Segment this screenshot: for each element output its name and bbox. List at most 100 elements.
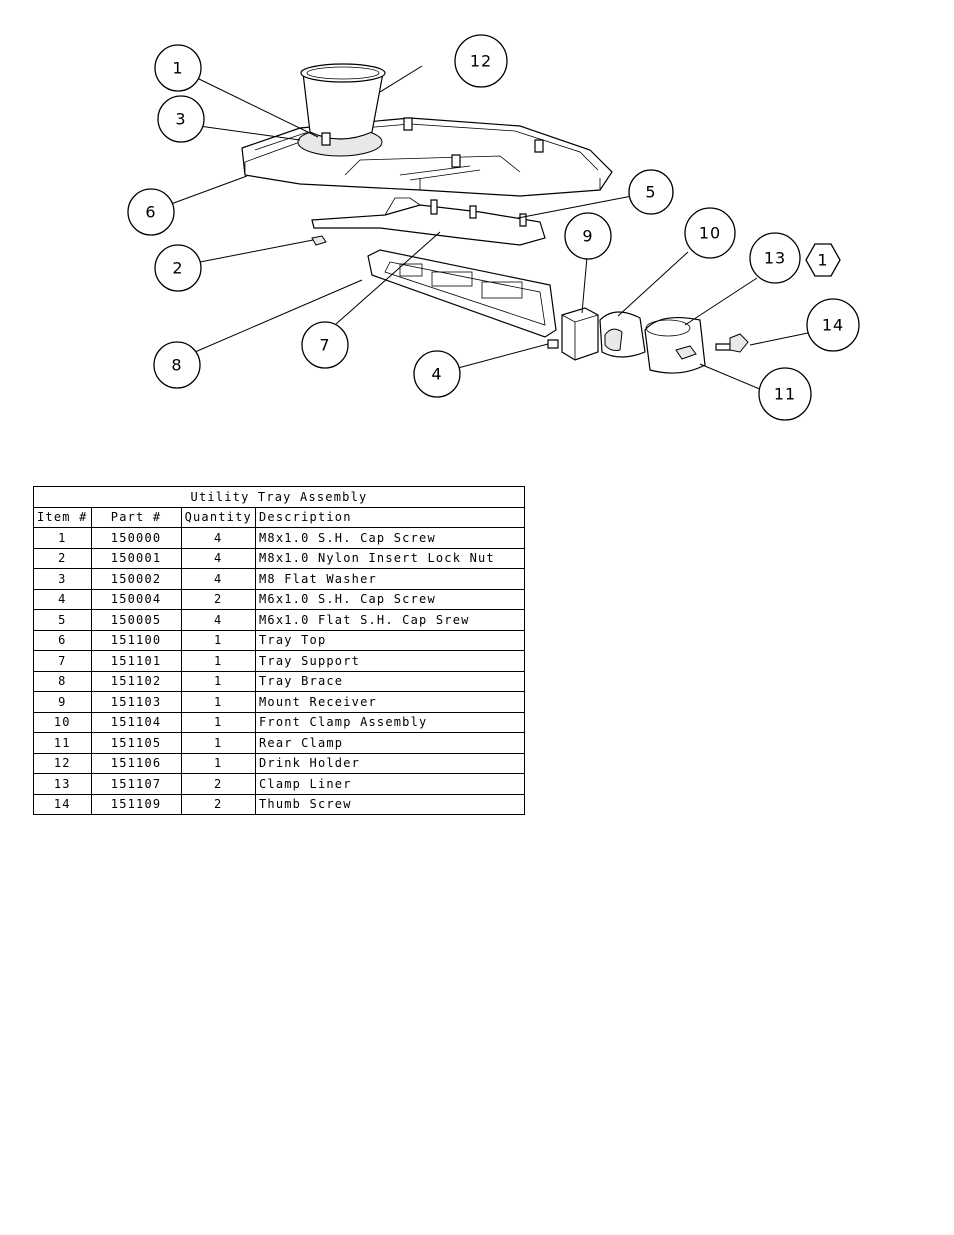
tray-screws bbox=[321, 117, 544, 168]
quantity-cell: 1 bbox=[180, 711, 256, 733]
balloon-item-10: 10 bbox=[684, 207, 736, 259]
part-number-cell: 150001 bbox=[90, 547, 182, 569]
tray-top-part bbox=[241, 117, 613, 197]
quantity-cell: 4 bbox=[180, 527, 256, 549]
description-cell: M8 Flat Washer bbox=[254, 568, 525, 590]
item-number-cell: 1 bbox=[33, 527, 92, 549]
description-cell: M8x1.0 S.H. Cap Screw bbox=[254, 527, 525, 549]
quantity-cell: 1 bbox=[180, 650, 256, 672]
svg-text:9: 9 bbox=[582, 227, 593, 246]
description-cell: Clamp Liner bbox=[254, 773, 525, 795]
part-number-cell: 151104 bbox=[90, 711, 182, 733]
svg-text:11: 11 bbox=[774, 385, 796, 404]
lock-nut-part bbox=[311, 235, 327, 246]
svg-text:14: 14 bbox=[822, 316, 844, 335]
quantity-cell: 1 bbox=[180, 691, 256, 713]
balloon-item-5: 5 bbox=[628, 169, 674, 215]
balloon-item-1: 1 bbox=[154, 44, 202, 92]
item-number-cell: 10 bbox=[33, 711, 92, 733]
balloon-item-14: 14 bbox=[806, 298, 860, 352]
description-cell: M8x1.0 Nylon Insert Lock Nut bbox=[254, 547, 525, 569]
balloon-item-8: 8 bbox=[153, 341, 201, 389]
balloon-item-2: 2 bbox=[154, 244, 202, 292]
quantity-cell: 2 bbox=[180, 588, 256, 610]
balloon-item-6: 6 bbox=[127, 188, 175, 236]
part-number-cell: 151106 bbox=[90, 752, 182, 774]
table-title-row: Utility Tray Assembly bbox=[33, 486, 525, 508]
part-number-cell: 150000 bbox=[90, 527, 182, 549]
item-number-cell: 14 bbox=[33, 793, 92, 815]
part-number-cell: 150005 bbox=[90, 609, 182, 631]
svg-text:1: 1 bbox=[817, 251, 828, 270]
balloon-item-13: 13 bbox=[749, 232, 801, 284]
description-cell: Front Clamp Assembly bbox=[254, 711, 525, 733]
thumb-screw-part bbox=[715, 333, 749, 353]
quantity-cell: 4 bbox=[180, 609, 256, 631]
tray-brace-part bbox=[367, 249, 557, 338]
description-cell: M6x1.0 Flat S.H. Cap Srew bbox=[254, 609, 525, 631]
item-number-cell: 3 bbox=[33, 568, 92, 590]
item-number-cell: 6 bbox=[33, 629, 92, 651]
item-number-cell: 8 bbox=[33, 670, 92, 692]
bill-of-materials-table: Utility Tray Assembly Item # Part # Quan… bbox=[33, 486, 525, 815]
description-cell: Rear Clamp bbox=[254, 732, 525, 754]
rear-clamp-part bbox=[644, 317, 706, 374]
svg-text:7: 7 bbox=[319, 336, 330, 355]
balloon-item-11: 11 bbox=[758, 367, 812, 421]
part-number-cell: 151102 bbox=[90, 670, 182, 692]
hexagon-note-1: 1 bbox=[805, 243, 841, 277]
quantity-cell: 1 bbox=[180, 629, 256, 651]
balloon-item-4: 4 bbox=[413, 350, 461, 398]
header-item-number: Item # bbox=[33, 506, 92, 528]
svg-text:6: 6 bbox=[145, 203, 156, 222]
description-cell: Mount Receiver bbox=[254, 691, 525, 713]
quantity-cell: 1 bbox=[180, 732, 256, 754]
svg-text:4: 4 bbox=[431, 365, 442, 384]
part-number-cell: 151105 bbox=[90, 732, 182, 754]
svg-text:12: 12 bbox=[470, 52, 492, 71]
quantity-cell: 4 bbox=[180, 547, 256, 569]
quantity-cell: 2 bbox=[180, 793, 256, 815]
part-number-cell: 151100 bbox=[90, 629, 182, 651]
quantity-cell: 1 bbox=[180, 752, 256, 774]
description-cell: Tray Support bbox=[254, 650, 525, 672]
item-number-cell: 4 bbox=[33, 588, 92, 610]
item-number-cell: 9 bbox=[33, 691, 92, 713]
table-header-row: Item # Part # Quantity Description bbox=[33, 506, 525, 528]
svg-text:5: 5 bbox=[645, 183, 656, 202]
svg-text:10: 10 bbox=[699, 224, 721, 243]
svg-text:8: 8 bbox=[171, 356, 182, 375]
balloon-item-12: 12 bbox=[454, 34, 508, 88]
svg-text:13: 13 bbox=[764, 249, 786, 268]
quantity-cell: 2 bbox=[180, 773, 256, 795]
balloon-item-3: 3 bbox=[157, 95, 205, 143]
quantity-cell: 4 bbox=[180, 568, 256, 590]
part-number-cell: 150004 bbox=[90, 588, 182, 610]
header-part-number: Part # bbox=[90, 506, 182, 528]
part-number-cell: 151103 bbox=[90, 691, 182, 713]
description-cell: Tray Brace bbox=[254, 670, 525, 692]
item-number-cell: 2 bbox=[33, 547, 92, 569]
item-number-cell: 13 bbox=[33, 773, 92, 795]
item-number-cell: 7 bbox=[33, 650, 92, 672]
header-quantity: Quantity bbox=[180, 506, 256, 528]
part-number-cell: 151107 bbox=[90, 773, 182, 795]
item-number-cell: 5 bbox=[33, 609, 92, 631]
description-cell: Drink Holder bbox=[254, 752, 525, 774]
balloon-item-9: 9 bbox=[564, 212, 612, 260]
item-number-cell: 11 bbox=[33, 732, 92, 754]
part-number-cell: 151109 bbox=[90, 793, 182, 815]
balloon-item-7: 7 bbox=[301, 321, 349, 369]
